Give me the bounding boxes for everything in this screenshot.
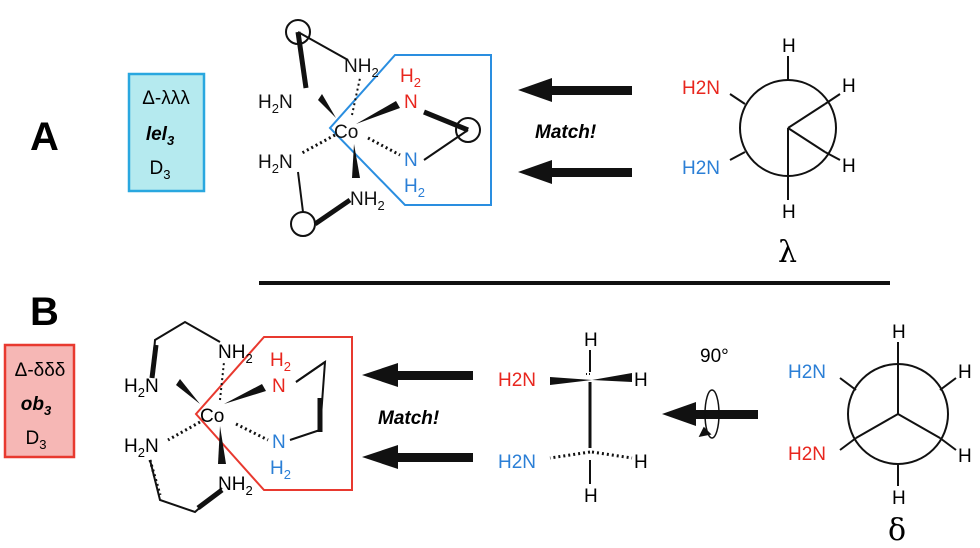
panel-a-newman-top: H xyxy=(782,36,796,57)
panel-b-hn-left: H2N xyxy=(124,436,159,460)
panel-b-h2-red: H2 xyxy=(270,350,291,374)
panel-a-carbon-circle xyxy=(455,117,481,143)
panel-a-complex xyxy=(285,19,492,237)
panel-a-box-isomer: Δ-λλλ xyxy=(142,88,190,109)
panel-b-nh2-top: NH2 xyxy=(218,342,253,366)
panel-b-newman-left-lower: H2N xyxy=(788,444,826,465)
panel-a-nh2-bottom: NH2 xyxy=(350,189,385,213)
panel-b-arrows xyxy=(362,363,758,469)
panel-b-sawhorse-labels: H H2N H H2N H H xyxy=(498,330,648,507)
panel-a-box: Δ-λλλ lel3 D3 xyxy=(127,72,206,193)
panel-a-box-conformer: lel3 xyxy=(146,124,175,148)
panel-a-nh2-top: NH2 xyxy=(344,56,379,80)
panel-a-box-symmetry: D3 xyxy=(150,158,171,182)
panel-b-ring-highlight xyxy=(194,336,353,491)
panel-b-h2-blue: H2 xyxy=(270,458,291,482)
panel-a-complex-labels: NH2 H2N Co H2N NH2 H2 N N H2 xyxy=(258,56,425,213)
panel-a-h2n-left: H2N xyxy=(258,92,293,116)
panel-b-newman-top: H xyxy=(892,322,906,343)
panel-b-newman xyxy=(839,342,957,486)
panel-a-newman-left-upper: H2N xyxy=(682,78,720,99)
panel-b-box-symmetry: D3 xyxy=(26,428,47,452)
panel-b-box: Δ-δδδ ob3 D3 xyxy=(3,343,76,459)
panel-b-newman-right-upper: H xyxy=(958,362,972,383)
panel-b-box-conformer: ob3 xyxy=(21,394,52,418)
panel-a-newman-right-upper: H xyxy=(842,76,856,97)
panel-b-metal: Co xyxy=(200,406,224,427)
panel-b-newman-right-lower: H xyxy=(958,446,972,467)
panel-a-h2-blue: H2 xyxy=(404,176,425,200)
panel-a-metal: Co xyxy=(334,122,358,143)
panel-a-letter: A xyxy=(30,115,59,159)
sawhorse-left-upper: H2N xyxy=(498,370,536,391)
panel-b-newman-bottom: H xyxy=(892,488,906,509)
panel-a-ring-highlight xyxy=(328,54,492,206)
panel-b-box-isomer: Δ-δδδ xyxy=(15,360,66,381)
panel-b-complex-labels: NH2 H2N Co H2N NH2 H2 N N H2 xyxy=(124,342,291,498)
sawhorse-right-lower: H xyxy=(634,452,648,473)
panel-a-newman-bottom: H xyxy=(782,202,796,223)
panel-a-newman-right-lower: H xyxy=(842,156,856,177)
panel-b-nh2-bottom: NH2 xyxy=(218,474,253,498)
panel-b-complex xyxy=(148,320,353,514)
sawhorse-right-upper: H xyxy=(634,370,648,391)
panel-a-carbon-circle xyxy=(290,211,316,237)
panel-b-sawhorse xyxy=(549,350,633,484)
rotation-angle-label: 90° xyxy=(700,346,729,367)
panel-a-newman xyxy=(729,56,841,200)
panel-a-newman-labels: H H2N H2N H H H λ xyxy=(682,36,856,270)
panel-a-match-label: Match! xyxy=(535,122,596,143)
panel-a-conformation-label: λ xyxy=(778,235,797,270)
panel-a-n-red: N xyxy=(404,92,418,113)
panel-b-conformation-label: δ xyxy=(888,513,906,548)
panel-b-letter: B xyxy=(30,290,59,334)
sawhorse-left-lower: H2N xyxy=(498,452,536,473)
panel-b-match-label: Match! xyxy=(378,408,439,429)
panel-a-hn-left: H2N xyxy=(258,152,293,176)
sawhorse-bottom-h: H xyxy=(584,486,598,507)
panel-b-n-blue: N xyxy=(272,432,286,453)
panel-b-newman-left-upper: H2N xyxy=(788,362,826,383)
panel-b-newman-labels: H H2N H2N H H H δ xyxy=(788,322,972,548)
panel-b-h2n-left: H2N xyxy=(124,376,159,400)
sawhorse-top-h: H xyxy=(584,330,598,351)
panel-a-n-blue: N xyxy=(404,150,418,171)
panel-b-n-red: N xyxy=(272,376,286,397)
rotation-icon xyxy=(698,389,720,439)
panel-a-newman-left-lower: H2N xyxy=(682,158,720,179)
panel-a-h2-red: H2 xyxy=(400,66,421,90)
panel-a-arrows xyxy=(518,78,632,184)
